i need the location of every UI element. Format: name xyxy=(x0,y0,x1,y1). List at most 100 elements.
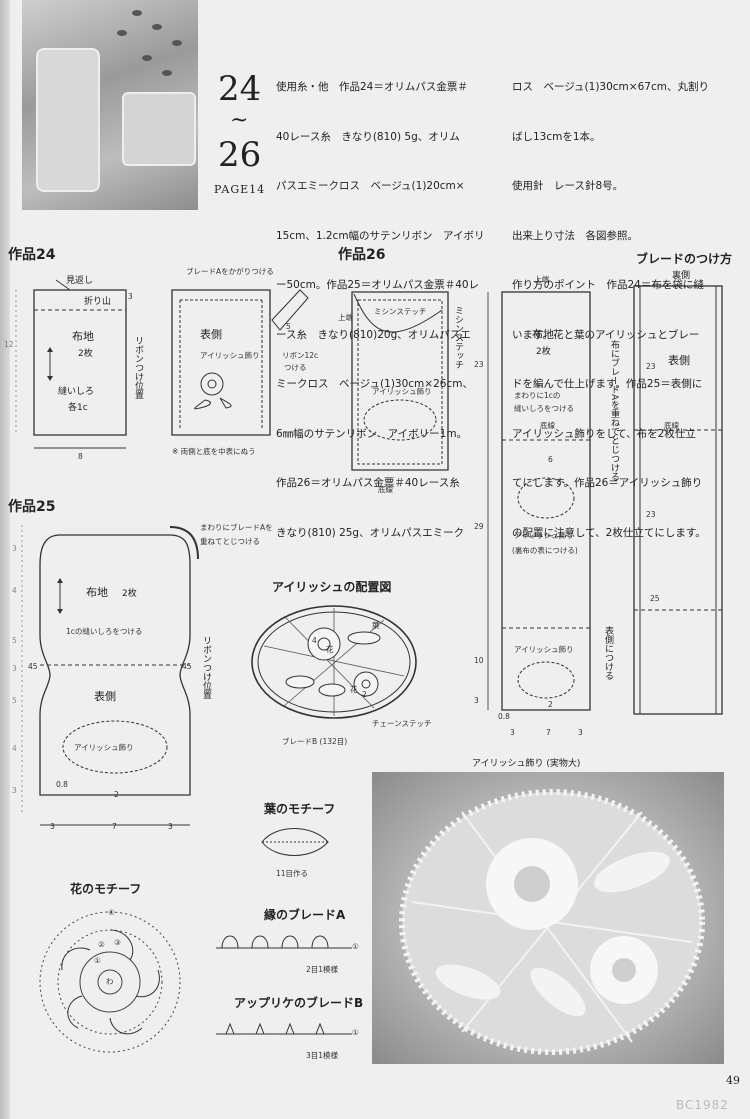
irish-layout-title: アイリッシュの配置図 xyxy=(272,580,392,594)
leaf-motif-note: 11目作る xyxy=(276,869,309,878)
work24-dim-3: 3 xyxy=(128,292,133,301)
instr-line: きなり(810) 25g、オリムパスエミーク xyxy=(276,526,465,539)
work25-count: 2枚 xyxy=(122,589,137,599)
braid-a-one: ① xyxy=(352,942,359,951)
page-reference: PAGE14 xyxy=(214,183,266,196)
leaf-motif-title: 葉のモチーフ xyxy=(264,802,336,816)
work26-around: まわりに1cの xyxy=(514,391,561,400)
work26-machine-side: ミシンステッチ xyxy=(453,306,463,369)
work24-mikaeshi: 見返し xyxy=(66,276,94,286)
braid-b-one: ① xyxy=(352,1028,359,1037)
work25-irish: アイリッシュ飾り xyxy=(74,743,134,752)
scale-mark: 3 xyxy=(12,544,17,553)
instr-line: ース糸 きなり(810)20g、オリムパスエ xyxy=(276,328,471,341)
instr-line: ー50cm。作品25＝オリムパス金票＃40レ xyxy=(276,279,480,291)
braid-a-note: 2目1模様 xyxy=(306,965,339,974)
work26-title: 作品26 xyxy=(338,247,386,263)
work26-dim-2: 2 xyxy=(548,700,553,709)
work25-diagram xyxy=(21,525,199,826)
work25-dim-45b: 45 xyxy=(182,662,192,671)
work25-fabric: 布地 xyxy=(86,586,108,599)
work26-fabric: 布地 xyxy=(532,328,554,341)
instr-line: パスエミークロス ベージュ(1)20cm× xyxy=(276,180,465,192)
work25-dim-08: 0.8 xyxy=(56,780,68,789)
work24-fabric: 布地 xyxy=(72,330,94,343)
flower-round-2: ② xyxy=(98,940,105,949)
instr-line: ミークロス ベージュ(1)30cm×26cm、 xyxy=(276,378,473,390)
braid-a-title: 縁のブレードA xyxy=(264,908,346,922)
work25-dim-3a: 3 xyxy=(50,822,55,831)
flower-round-3: ③ xyxy=(114,938,121,947)
range-tilde: ~ xyxy=(230,108,249,133)
work26-count: 2枚 xyxy=(536,347,551,357)
instr-line: ばし13cmを1本。 xyxy=(512,130,601,143)
work-number-start: 24 xyxy=(218,69,262,109)
scale-mark: 5 xyxy=(12,696,17,705)
work24-note: ※ 両側と底を中表にぬう xyxy=(172,447,256,456)
work26-machine: ミシンステッチ xyxy=(374,307,427,316)
work25-dim-7: 7 xyxy=(112,822,117,831)
work25-seam: 1cの縫いしろをつける xyxy=(66,627,143,636)
leaf-motif-chart xyxy=(261,828,329,856)
scale-mark: 4 xyxy=(12,744,17,753)
braid-attach-omote-tsukeru: 表側につける xyxy=(603,626,613,680)
work26-dim-7: 7 xyxy=(546,728,551,737)
work24-seam: 縫いしろ xyxy=(58,387,95,397)
footer-code: BC1982 xyxy=(676,1098,729,1112)
work24-title: 作品24 xyxy=(8,247,56,263)
work25-omote: 表側 xyxy=(94,690,116,703)
braid-b-note: 3目1模様 xyxy=(306,1051,339,1060)
instr-line: 40レース糸 きなり(810) 5g、オリム xyxy=(276,130,460,143)
work26-ue-hashi: 上端 xyxy=(338,313,353,322)
flower-motif-title: 花のモチーフ xyxy=(70,882,142,896)
work26-irish3: アイリッシュ飾り xyxy=(514,645,574,654)
braid-dim-23b: 23 xyxy=(646,510,656,519)
braid-attach-note: 布にブレードAを重ねてとじつける xyxy=(609,340,619,482)
work26-irish2: アイリッシュ飾り xyxy=(514,531,574,540)
braid-attach-sokusen: 底線 xyxy=(664,421,679,430)
work24-braid-a: ブレードAをかがりつける xyxy=(186,267,274,276)
work25-braid-a: まわりにブレードAを xyxy=(200,523,273,532)
work26-dim-08: 0.8 xyxy=(498,712,510,721)
instr-line: います。花と葉のアイリッシュとブレー xyxy=(512,328,700,341)
work26-around2: 縫いしろをつける xyxy=(514,404,574,413)
tissue-case-image xyxy=(36,48,100,192)
work24-dim-5: 5 xyxy=(286,322,291,331)
page-number: 49 xyxy=(726,1074,740,1087)
instr-line: 作品26＝オリムパス金票＃40レース糸 xyxy=(276,477,460,489)
irish-motif-photo-art xyxy=(399,789,705,1055)
work26-irish2-note: (裏布の表につける) xyxy=(512,546,578,555)
work24-omote: 表側 xyxy=(200,328,222,341)
instr-line: 15cm、1.2cm幅のサテンリボン アイボリ xyxy=(276,229,485,242)
work24-ori-yama: 折り山 xyxy=(84,297,112,307)
work25-dim-3b: 3 xyxy=(168,822,173,831)
work24-diagram xyxy=(15,279,309,449)
work26-dim-23: 23 xyxy=(474,360,484,369)
work25-braid-a2: 重ねてとじつける xyxy=(200,537,260,546)
scale-mark: 5 xyxy=(12,636,17,645)
braid-dim-25: 25 xyxy=(650,594,660,603)
instr-line: 出来上り寸法 各図参照。 xyxy=(512,229,638,242)
braid-attach-omote: 表側 xyxy=(668,354,690,367)
braid-b-title: アップリケのブレードB xyxy=(234,996,364,1010)
work25-ribbon: リボンつけ位置 xyxy=(201,636,211,699)
photo-caption: アイリッシュ飾り (実物大) xyxy=(472,759,581,769)
roll-holder-image xyxy=(122,92,196,166)
instr-line: 使用針 レース針8号。 xyxy=(512,180,624,192)
work26-sokusen: 底線 xyxy=(378,485,393,494)
work24-dim-height: 12 xyxy=(4,340,14,349)
braid-attach-title: ブレードのつけ方 xyxy=(636,252,733,266)
work26-irish: アイリッシュ飾り xyxy=(372,387,432,396)
work24-ribbon-pos: リボンつけ位置 xyxy=(133,336,143,399)
work25-dim-2: 2 xyxy=(114,790,119,799)
work26-dim-29: 29 xyxy=(474,522,484,531)
work26-sokusen2: 底線 xyxy=(540,421,555,430)
irish-flower2-num: 2 xyxy=(362,690,367,699)
irish-braid-b: ブレードB (132目) xyxy=(282,737,348,746)
work24-seam-val: 各1c xyxy=(68,403,88,413)
irish-chain-stitch: チェーンステッチ xyxy=(372,719,432,728)
work24-dim-width: 8 xyxy=(78,452,83,461)
irish-motif-photo xyxy=(372,772,724,1064)
flower-motif-chart xyxy=(39,911,181,1053)
braid-b-chart xyxy=(216,1022,352,1035)
